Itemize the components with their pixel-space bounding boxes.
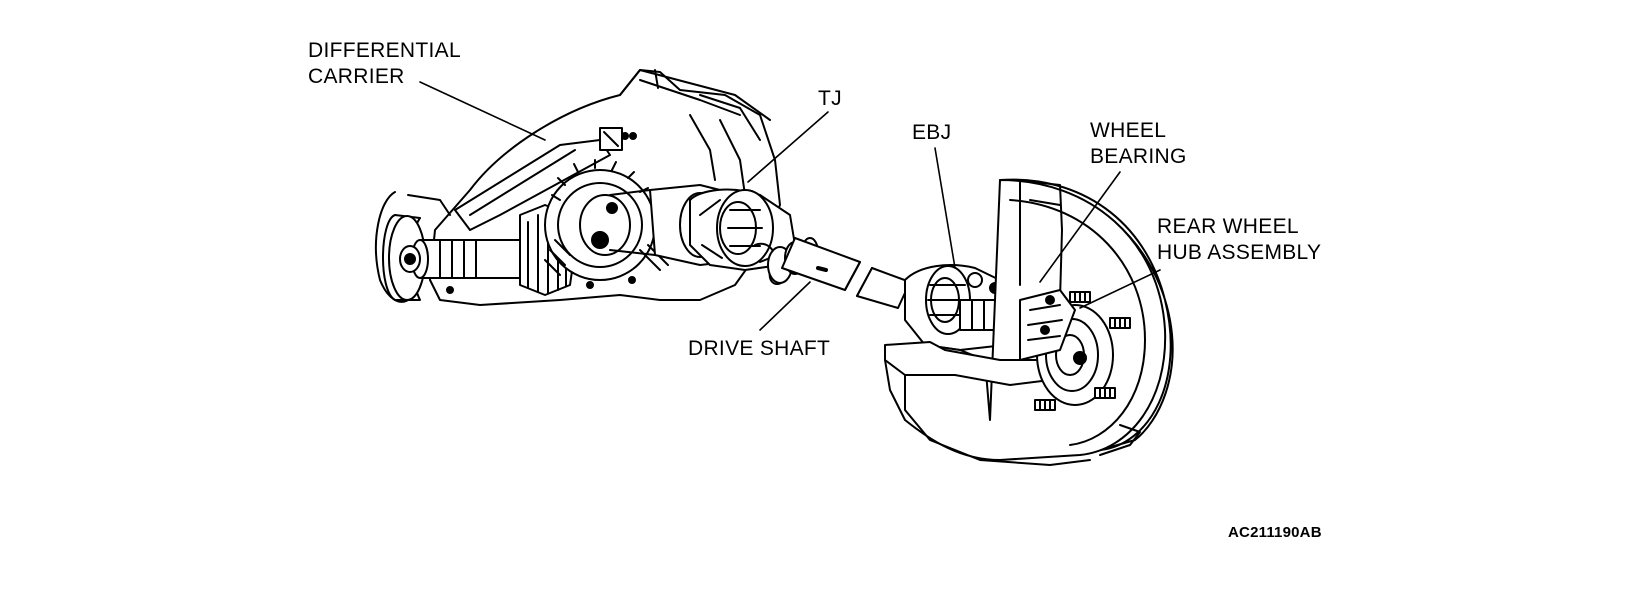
leader-lines [419,81,1161,331]
rear-wheel-hub-illustration [884,178,1174,466]
drive-shaft-illustration [781,237,911,309]
label-wheel-bearing: WHEEL BEARING [1090,118,1187,170]
label-rear-wheel-hub-line1: REAR WHEEL [1157,215,1299,238]
label-drive-shaft: DRIVE SHAFT [688,336,830,362]
label-differential-carrier: DIFFERENTIAL CARRIER [308,38,461,90]
label-wheel-bearing-line2: BEARING [1090,145,1187,168]
label-rear-wheel-hub-assembly: REAR WHEEL HUB ASSEMBLY [1157,214,1321,266]
label-ebj: EBJ [912,120,951,146]
leader-drive-shaft [759,281,811,331]
label-wheel-bearing-line1: WHEEL [1090,119,1167,142]
leader-tj [747,111,829,183]
label-tj: TJ [818,86,842,112]
leader-rear-wheel-hub [1079,269,1161,309]
label-differential-carrier-line1: DIFFERENTIAL [308,39,461,62]
ebj-joint-illustration [904,264,1021,351]
wheel-studs [1034,291,1131,411]
label-tj-text: TJ [818,87,842,110]
leader-differential-carrier [419,81,546,141]
figure-id: AC211190AB [1228,524,1322,541]
leader-wheel-bearing [1039,171,1121,283]
label-differential-carrier-line2: CARRIER [308,65,405,88]
label-ebj-text: EBJ [912,121,952,144]
label-rear-wheel-hub-line2: HUB ASSEMBLY [1157,241,1322,264]
label-drive-shaft-text: DRIVE SHAFT [688,337,831,360]
differential-carrier-illustration [374,69,781,306]
leader-ebj [934,147,956,269]
